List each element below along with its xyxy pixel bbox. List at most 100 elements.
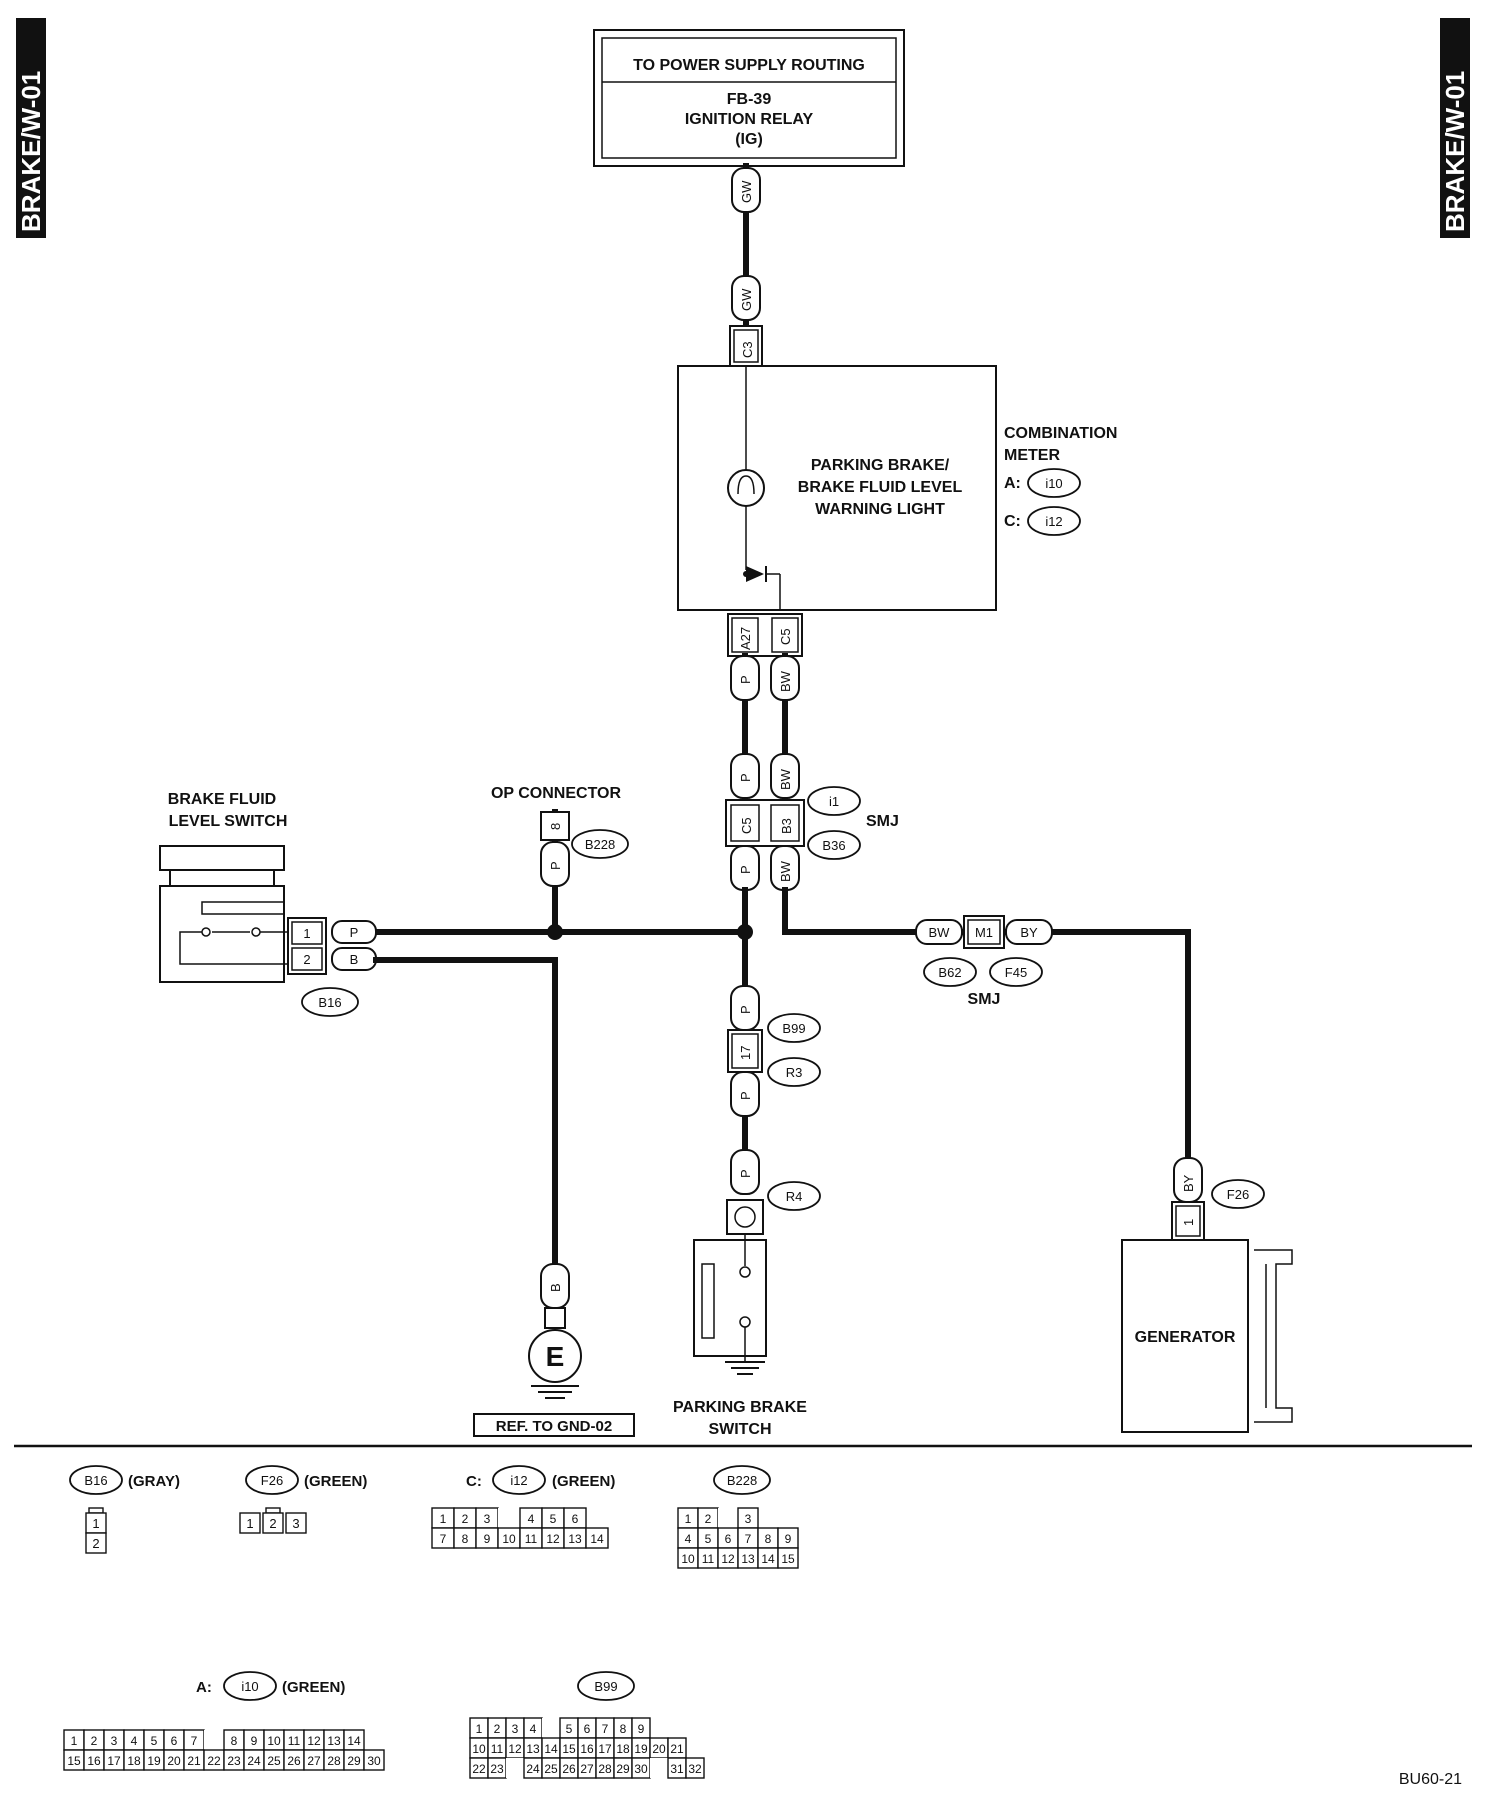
svg-text:2: 2 [303, 952, 310, 967]
pin-label: 23 [490, 1762, 504, 1776]
parking-switch-label-1: PARKING BRAKE [673, 1399, 807, 1416]
wire-tag-p-4: P [730, 985, 760, 1031]
pin-label: 4 [131, 1734, 138, 1748]
pin-label: 19 [634, 1742, 648, 1756]
ground-icon: E [528, 1329, 582, 1399]
smj2-connector: M1 [963, 915, 1005, 949]
wire-tag-p-op: P [540, 841, 570, 887]
pin-label: 22 [207, 1754, 221, 1768]
b99-joint-conn-2: R3 [786, 1065, 803, 1080]
pin-label: 14 [590, 1532, 604, 1546]
pin-label: 3 [745, 1512, 752, 1526]
meter-conn-c-prefix: C: [1004, 513, 1021, 530]
svg-text:2: 2 [269, 1516, 276, 1531]
svg-text:8: 8 [548, 823, 563, 830]
meter-conn-a: i10 [1045, 476, 1062, 491]
pin-label: 23 [227, 1754, 241, 1768]
svg-text:P: P [738, 773, 753, 782]
pin-label: 2 [494, 1722, 501, 1736]
svg-text:P: P [738, 675, 753, 684]
ground-ref: REF. TO GND-02 [496, 1418, 612, 1435]
pin-label: 13 [327, 1734, 341, 1748]
svg-text:P: P [738, 865, 753, 874]
meter-conn-c: i12 [1045, 514, 1062, 529]
svg-text:BY: BY [1181, 1174, 1196, 1192]
pin-label: 1 [440, 1512, 447, 1526]
pin-label: 9 [251, 1734, 258, 1748]
pin-label: 8 [620, 1722, 627, 1736]
generator-conn: F26 [1227, 1187, 1249, 1202]
pin-label: 8 [462, 1532, 469, 1546]
svg-text:A:: A: [196, 1679, 212, 1696]
pin-c3: C3 [729, 325, 763, 367]
pin-label: 14 [347, 1734, 361, 1748]
smj-connector: C5 B3 [725, 799, 805, 847]
pin-label: 17 [107, 1754, 121, 1768]
pin-label: 6 [584, 1722, 591, 1736]
svg-text:BW: BW [778, 860, 793, 882]
svg-text:1: 1 [246, 1516, 253, 1531]
svg-text:3: 3 [292, 1516, 299, 1531]
pin-label: 16 [580, 1742, 594, 1756]
diode-icon [746, 566, 781, 610]
power-box-line2: IGNITION RELAY [685, 111, 814, 128]
wire-tag-b-bf: B [331, 947, 377, 971]
svg-text:P: P [738, 1169, 753, 1178]
warning-lamp-icon [727, 469, 765, 507]
side-tab-left-label: BRAKE/W-01 [16, 71, 46, 232]
smj-label: SMJ [866, 813, 899, 830]
wire-tag-p-6: P [730, 1149, 760, 1195]
pin-label: 11 [525, 1532, 538, 1546]
pin-label: 9 [484, 1532, 491, 1546]
svg-text:(GREEN): (GREEN) [304, 1473, 367, 1490]
svg-text:C:: C: [466, 1473, 482, 1490]
svg-text:P: P [738, 1091, 753, 1100]
pin-label: 27 [580, 1762, 594, 1776]
wire-tag-p-5: P [730, 1071, 760, 1117]
wire-tag-b-gnd: B [540, 1263, 570, 1309]
pin-label: 4 [530, 1722, 537, 1736]
svg-text:P: P [350, 925, 359, 940]
pin-label: 3 [484, 1512, 491, 1526]
op-connector-conn: B228 [585, 837, 615, 852]
pin-label: 11 [702, 1552, 715, 1566]
svg-text:F26: F26 [261, 1473, 283, 1488]
svg-text:(GRAY): (GRAY) [128, 1473, 180, 1490]
pin-label: 12 [508, 1742, 522, 1756]
pin-label: 31 [670, 1762, 684, 1776]
pin-label: 15 [781, 1552, 795, 1566]
b99-joint-conn-1: B99 [782, 1021, 805, 1036]
svg-text:BW: BW [778, 768, 793, 790]
svg-text:BY: BY [1020, 925, 1038, 940]
smj2-conn-2: F45 [1005, 965, 1027, 980]
pin-label: 14 [761, 1552, 775, 1566]
svg-text:P: P [738, 1005, 753, 1014]
pin-cell [542, 1718, 560, 1738]
power-box-line1: FB-39 [727, 91, 772, 108]
pin-label: 8 [765, 1532, 772, 1546]
wire-tag-bw-4: BW [915, 919, 963, 945]
pin-label: 15 [67, 1754, 81, 1768]
pin-label: 25 [267, 1754, 281, 1768]
side-tab-right-label: BRAKE/W-01 [1440, 71, 1470, 232]
smj2-label: SMJ [968, 991, 1001, 1008]
pin-label: 11 [491, 1742, 504, 1756]
pin-label: 13 [526, 1742, 540, 1756]
pin-label: 21 [670, 1742, 684, 1756]
svg-text:(GREEN): (GREEN) [552, 1473, 615, 1490]
meter-title-1: COMBINATION [1004, 425, 1117, 442]
ground-symbol: E [546, 1341, 565, 1372]
pin-label: 3 [111, 1734, 118, 1748]
power-box-title: TO POWER SUPPLY ROUTING [633, 57, 865, 74]
pin-label: 6 [171, 1734, 178, 1748]
pin-label: 9 [638, 1722, 645, 1736]
pin-label: 30 [367, 1754, 381, 1768]
svg-text:B228: B228 [727, 1473, 757, 1488]
brake-fluid-connector: 1 2 [287, 917, 327, 975]
op-connector: 8 [540, 811, 570, 841]
meter-output-connector: A27 C5 [727, 613, 803, 657]
pin-label: 10 [502, 1532, 516, 1546]
pin-label: 16 [87, 1754, 101, 1768]
